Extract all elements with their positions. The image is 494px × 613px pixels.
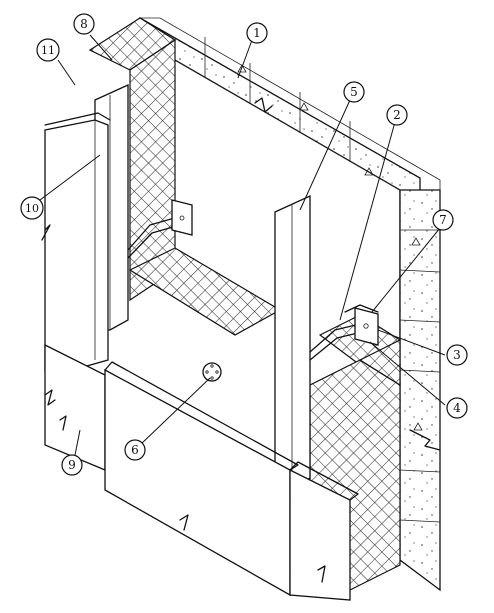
callout-6: 6 — [124, 439, 146, 461]
wall-bracket-lower — [309, 304, 379, 361]
callout-9: 9 — [61, 454, 83, 476]
guide-rail-right — [274, 194, 311, 489]
callout-label: 11 — [41, 44, 55, 57]
callout-2: 2 — [386, 104, 408, 126]
cladding-panel-lower-center — [104, 361, 299, 597]
callout-5: 5 — [343, 81, 365, 103]
cladding-panel-upper-left — [41, 112, 111, 376]
insulation-dowel — [202, 362, 222, 382]
cladding-panel-lower-right — [289, 461, 359, 601]
callout-label: 10 — [25, 202, 39, 215]
callout-3: 3 — [446, 344, 468, 366]
callout-label: 2 — [393, 108, 401, 122]
callout-label: 4 — [453, 401, 461, 415]
callout-1: 1 — [246, 22, 268, 44]
callout-label: 8 — [80, 17, 88, 31]
callout-8: 8 — [73, 13, 95, 35]
callout-label: 9 — [68, 458, 76, 472]
callout-11: 11 — [36, 38, 60, 62]
wall-bracket-upper — [127, 199, 193, 259]
leader-lines — [39, 34, 446, 456]
callout-label: 6 — [131, 443, 139, 457]
callout-label: 1 — [253, 26, 261, 40]
callout-label: 3 — [453, 348, 461, 362]
callout-7: 7 — [432, 209, 454, 231]
callout-label: 5 — [350, 85, 358, 99]
callout-label: 7 — [439, 213, 447, 227]
callout-4: 4 — [446, 397, 468, 419]
callout-10: 10 — [20, 196, 44, 220]
